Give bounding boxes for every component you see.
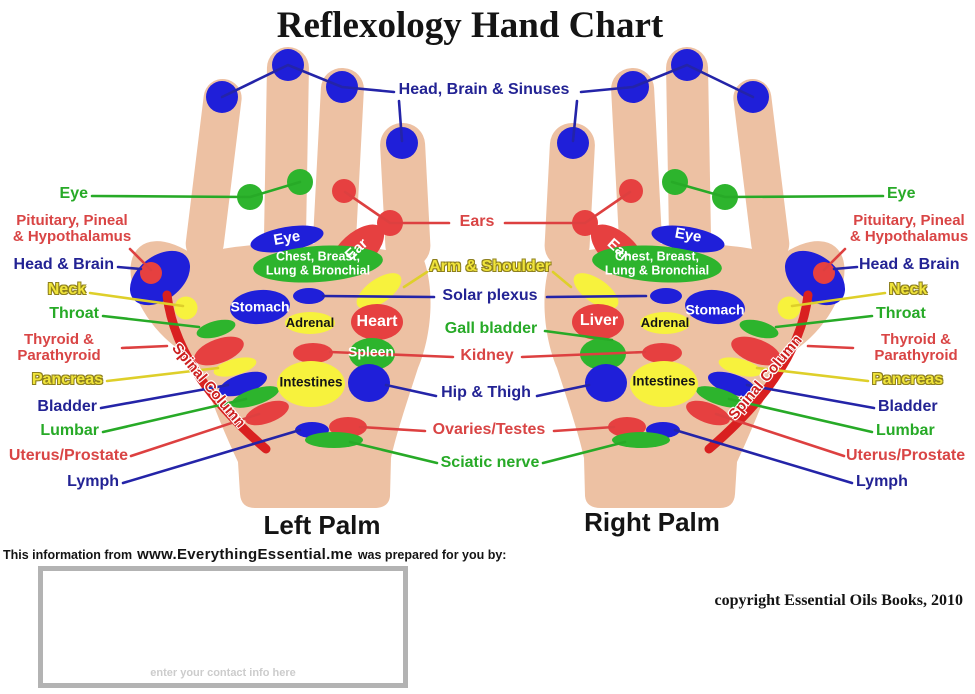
label-left-neck: Neck <box>47 281 86 298</box>
label-right-lumbar: Lumbar <box>876 422 935 439</box>
label-left-lymph: Lymph <box>67 473 119 490</box>
zone-text-right-adrenal: Adrenal <box>640 314 690 330</box>
zone-text-left-spleen: Spleen <box>348 343 394 360</box>
label-gall-bladder: Gall bladder <box>444 320 538 337</box>
label-left-throat: Throat <box>49 305 99 322</box>
label-hip-thigh: Hip & Thigh <box>441 384 531 401</box>
caption-right-palm: Right Palm <box>584 507 720 537</box>
label-solar-plexus: Solar plexus <box>442 287 538 304</box>
label-left-pituitary: Pituitary, Pineal & Hypothalamus <box>12 212 132 245</box>
label-head-brain-sinuses: Head, Brain & Sinuses <box>398 81 570 98</box>
label-right-bladder: Bladder <box>878 398 938 415</box>
zone-text-left-chest: Chest, Breast, Lung & Bronchial <box>265 249 371 277</box>
zone-text-right-intestines: Intestines <box>632 373 696 389</box>
label-right-eye: Eye <box>887 185 916 202</box>
label-left-bladder: Bladder <box>37 398 97 415</box>
label-sciatic-nerve: Sciatic nerve <box>440 454 540 471</box>
zone-text-right-stomach: Stomach <box>685 301 745 318</box>
label-ears: Ears <box>459 213 495 230</box>
label-right-lymph: Lymph <box>856 473 908 490</box>
zone-text-right-chest: Chest, Breast, Lung & Bronchial <box>604 249 710 277</box>
info-line: This information from www.EverythingEsse… <box>3 546 506 563</box>
page-title: Reflexology Hand Chart <box>276 5 664 46</box>
zone-text-left-stomach: Stomach <box>230 298 290 315</box>
zone-text-left-adrenal: Adrenal <box>285 314 335 330</box>
label-right-pancreas: Pancreas <box>872 371 944 388</box>
label-right-throat: Throat <box>876 305 926 322</box>
contact-box[interactable]: enter your contact info here <box>38 566 408 688</box>
label-left-head-brain: Head & Brain <box>13 256 114 273</box>
zone-text-right-liver: Liver <box>579 312 619 330</box>
connector-lines <box>88 63 887 485</box>
zone-text-left-intestines: Intestines <box>279 374 343 390</box>
label-right-neck: Neck <box>889 281 928 298</box>
label-left-thyroid: Thyroid & Parathyroid <box>17 331 101 364</box>
info-prefix: This information from <box>3 548 133 562</box>
label-left-uterus-prostate: Uterus/Prostate <box>8 447 128 464</box>
copyright-text: copyright Essential Oils Books, 2010 <box>714 592 963 609</box>
contact-placeholder: enter your contact info here <box>150 667 296 679</box>
info-suffix: was prepared for you by: <box>357 548 507 562</box>
label-right-head-brain: Head & Brain <box>859 256 960 273</box>
zone-text-left-heart: Heart <box>356 313 398 331</box>
info-url[interactable]: www.EverythingEssential.me <box>137 546 353 563</box>
label-ovaries-testes: Ovaries/Testes <box>432 421 546 438</box>
label-arm-shoulder: Arm & Shoulder <box>429 258 551 275</box>
label-left-lumbar: Lumbar <box>40 422 99 439</box>
label-kidney: Kidney <box>460 347 514 364</box>
caption-left-palm: Left Palm <box>263 510 381 540</box>
label-right-uterus-prostate: Uterus/Prostate <box>846 447 966 464</box>
label-right-pituitary: Pituitary, Pineal & Hypothalamus <box>849 212 969 245</box>
label-left-pancreas: Pancreas <box>31 371 103 388</box>
label-left-eye: Eye <box>59 185 88 202</box>
label-right-thyroid: Thyroid & Parathyroid <box>874 331 958 364</box>
